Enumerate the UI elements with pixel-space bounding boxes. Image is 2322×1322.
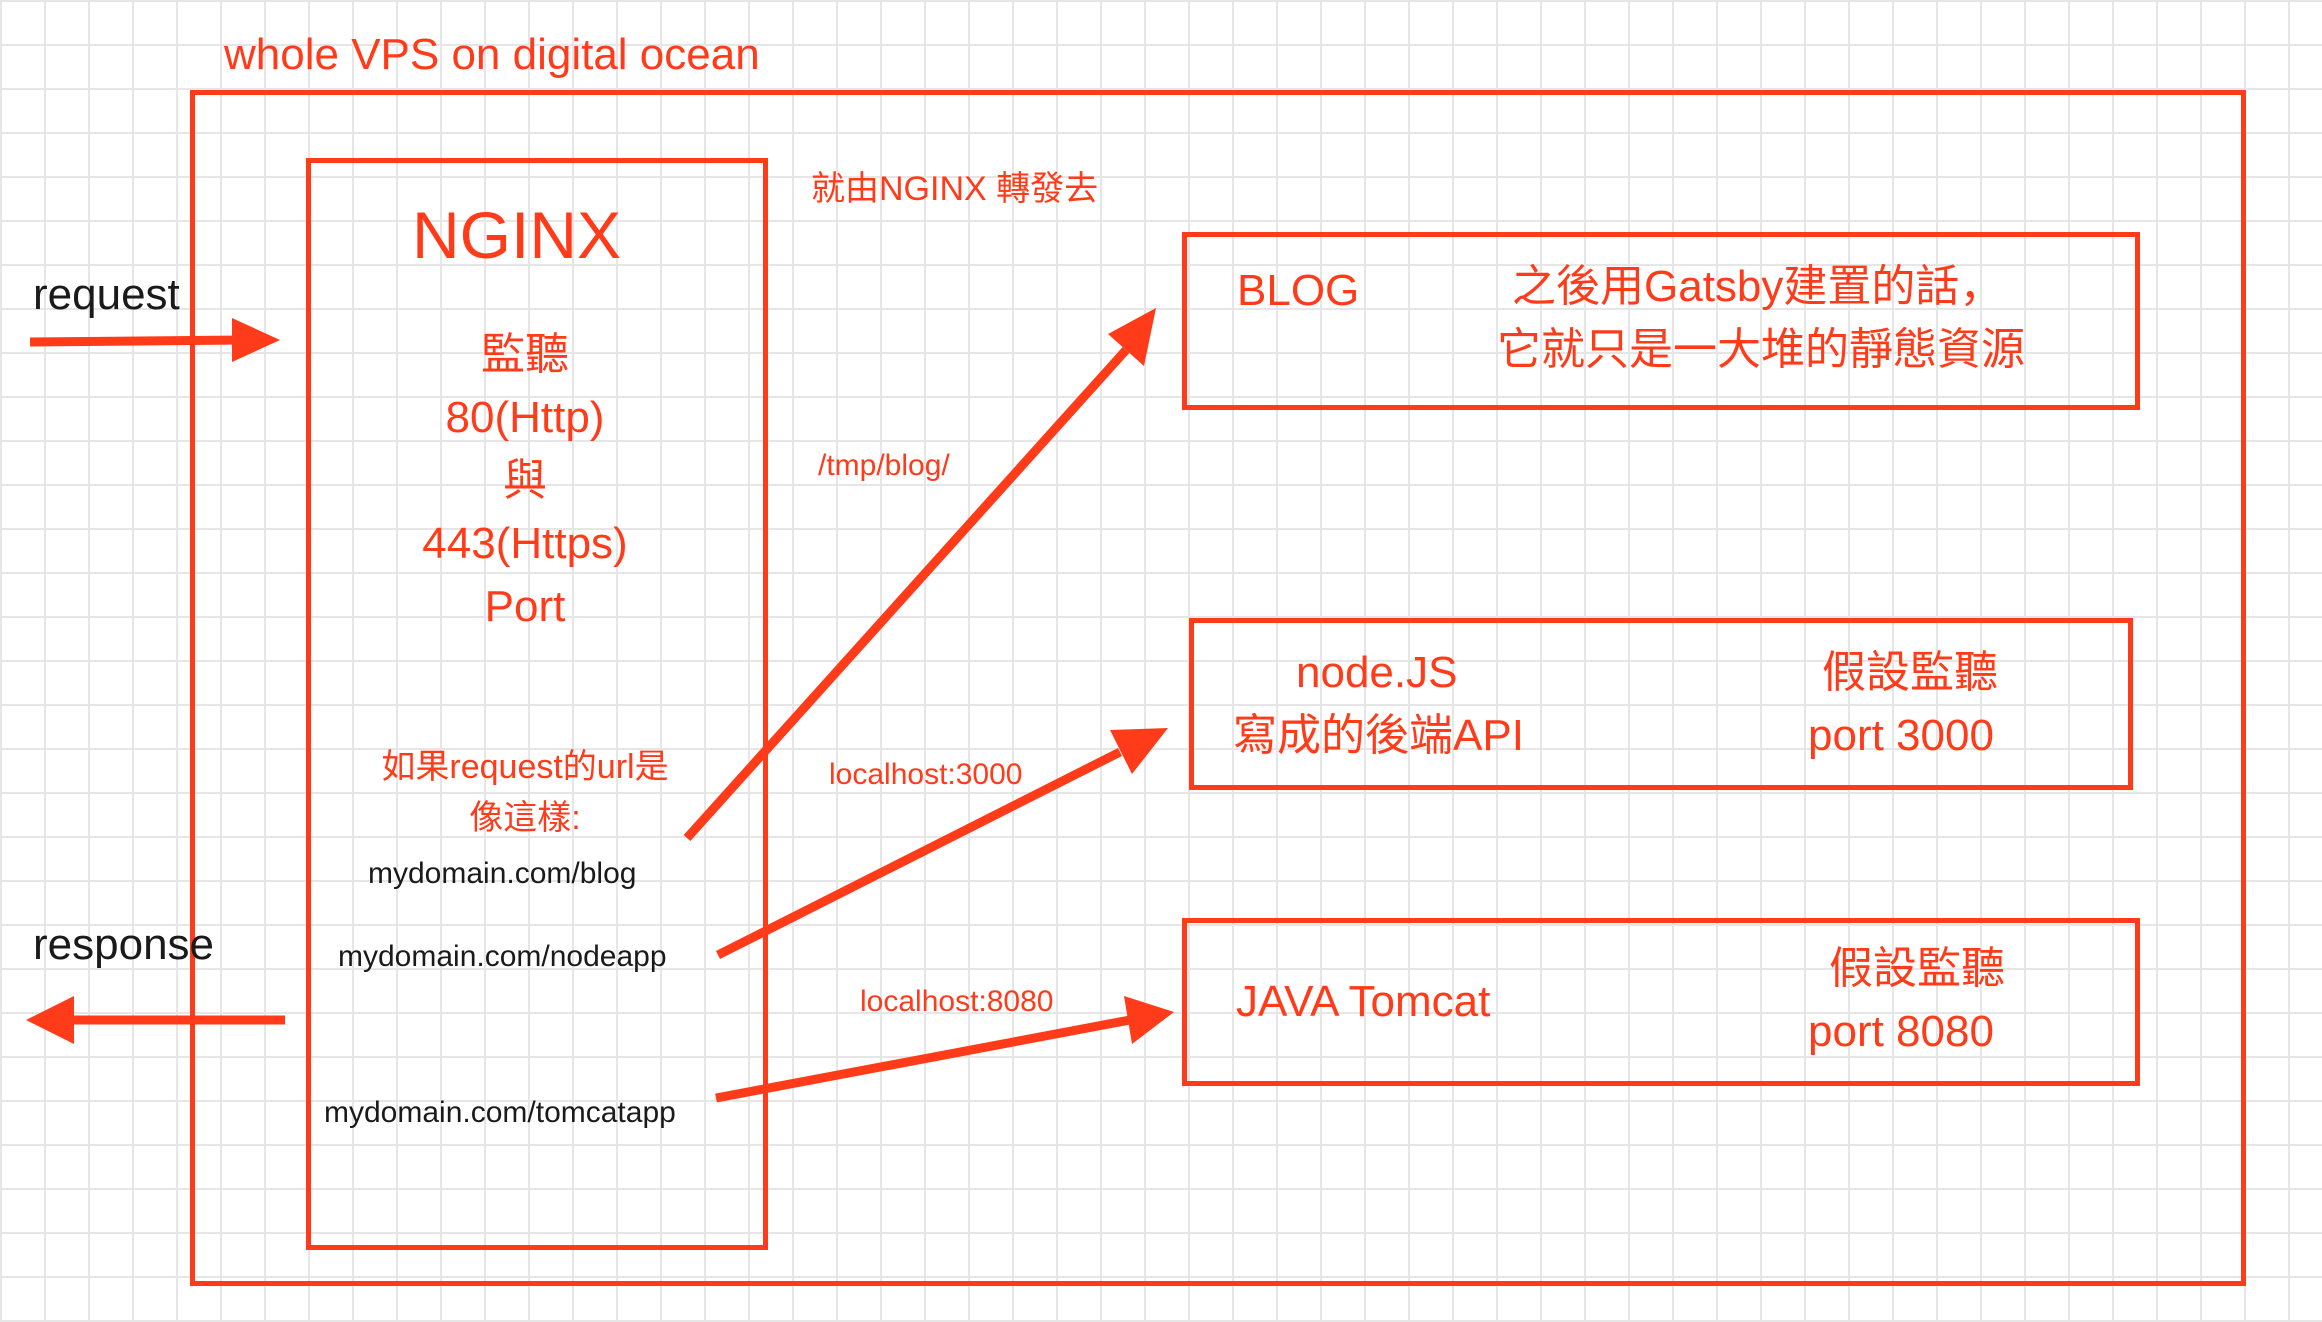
java-service-port-1: 假設監聽 <box>1829 944 2005 993</box>
route-label-node: localhost:3000 <box>829 758 1023 791</box>
request-label: request <box>33 270 180 319</box>
node-service-port-2: port 3000 <box>1808 711 1994 760</box>
url-tomcatapp: mydomain.com/tomcatapp <box>324 1096 676 1129</box>
node-service-name-1: node.JS <box>1296 648 1458 697</box>
blog-service-box <box>1182 232 2140 410</box>
nginx-https-port: 443(Https) <box>422 519 628 568</box>
java-service-port-2: port 8080 <box>1808 1007 1994 1056</box>
node-service-name-2: 寫成的後端API <box>1233 711 1524 760</box>
nginx-box <box>306 158 768 1250</box>
url-blog: mydomain.com/blog <box>368 857 637 890</box>
java-service-name: JAVA Tomcat <box>1236 977 1491 1026</box>
url-intro-line-1: 如果request的url是 <box>381 748 669 786</box>
url-intro-line-2: 像這樣: <box>469 799 581 837</box>
nginx-port-label: Port <box>484 582 566 631</box>
nginx-listen-label: 監聽 <box>481 330 569 379</box>
blog-service-name: BLOG <box>1237 266 1360 315</box>
blog-service-desc-1: 之後用Gatsby建置的話， <box>1512 262 2004 311</box>
response-label: response <box>33 920 215 969</box>
nginx-http-port: 80(Http) <box>445 393 605 442</box>
url-nodeapp: mydomain.com/nodeapp <box>338 940 667 973</box>
java-service-box <box>1182 918 2140 1086</box>
nginx-and-label: 與 <box>503 456 547 505</box>
route-label-java: localhost:8080 <box>860 985 1054 1018</box>
vps-title: whole VPS on digital ocean <box>224 30 760 79</box>
route-label-blog: /tmp/blog/ <box>818 449 950 482</box>
forward-note: 就由NGINX 轉發去 <box>811 170 1099 208</box>
vps-container <box>190 90 2246 1286</box>
node-service-port-1: 假設監聽 <box>1822 648 1998 697</box>
nginx-title: NGINX <box>412 198 622 272</box>
blog-service-desc-2: 它就只是一大堆的靜態資源 <box>1497 325 2025 374</box>
node-service-box <box>1189 618 2133 790</box>
